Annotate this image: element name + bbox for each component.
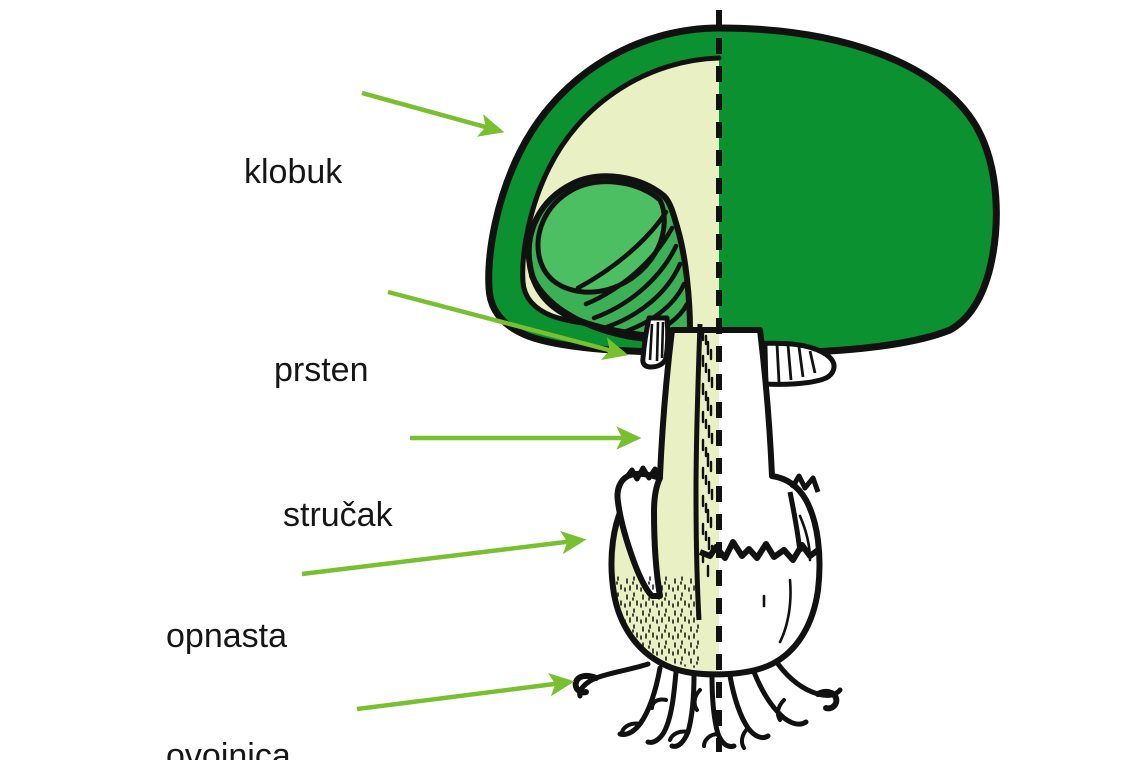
arrow-prsten: [387, 289, 629, 361]
label-opnasta-ovojnica: opnasta ovojnica: [166, 536, 291, 760]
mycelium-thread: [572, 672, 599, 696]
arrow-klobuk: [361, 90, 505, 137]
label-prsten-line-1: prsten: [274, 351, 369, 389]
mycelium-thread: [692, 688, 702, 712]
arrow-micelij: [356, 672, 575, 712]
mycelium-group: [572, 661, 843, 750]
volva-right-shading: [762, 514, 812, 644]
stem-right-white: [719, 330, 820, 675]
mycelium-thread: [775, 698, 786, 722]
volva-left-ragged-edge: [624, 465, 663, 482]
label-opnasta-ovojnica-line-2: ovojnica: [166, 737, 291, 760]
label-strucak: stručak: [283, 415, 393, 615]
mycelium-thread: [645, 669, 679, 745]
volva-bulb-stipple: [614, 576, 700, 668]
mycelium-thread: [668, 729, 690, 742]
stem-group: [608, 323, 823, 678]
mycelium-thread: [739, 726, 750, 750]
cap-left-skin-band: [488, 28, 719, 352]
arrow-opnasta-ovojnica: [301, 530, 587, 577]
volva-right-flap-body: [787, 491, 803, 553]
mycelium-thread: [702, 732, 720, 748]
mycelium-thread: [650, 697, 668, 710]
mycelium-thread: [815, 688, 840, 712]
label-klobuk-line-1: klobuk: [244, 153, 343, 191]
gills-group: [525, 173, 695, 345]
mycelium-thread: [620, 721, 642, 734]
stem-fibre-hatching: [701, 328, 714, 578]
label-klobuk: klobuk: [244, 72, 342, 272]
mycelium-thread: [577, 661, 651, 699]
mycelium-thread: [751, 669, 809, 727]
cap-group: [485, 24, 1000, 387]
cap-right-solid: [719, 28, 997, 353]
label-prsten: prsten: [274, 270, 369, 470]
label-opnasta-ovojnica-line-1: opnasta: [166, 617, 287, 655]
label-micelij: micelij: [241, 688, 335, 760]
label-strucak-line-1: stručak: [283, 496, 393, 534]
volva-right-flap: [789, 473, 821, 493]
leader-arrows: [301, 90, 642, 712]
ring-left-folds: [648, 321, 665, 362]
volva-group: [614, 465, 821, 668]
